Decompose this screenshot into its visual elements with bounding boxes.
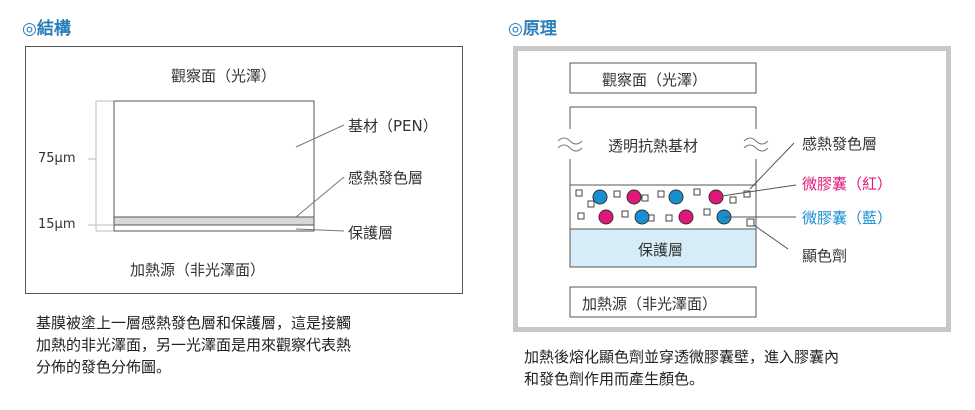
blue-capsule bbox=[634, 209, 650, 225]
principle-top-label: 觀察面（光澤） bbox=[602, 71, 708, 89]
structure-heading: ◎結構 bbox=[22, 19, 71, 39]
protective-layer bbox=[569, 228, 757, 268]
structure-bottom-label: 加熱源（非光澤面） bbox=[130, 261, 266, 279]
dimension-75um: 75μm bbox=[38, 151, 76, 166]
caption-line: 和發色劑作用而產生顏色。 bbox=[524, 370, 705, 388]
break-mark-left bbox=[557, 137, 583, 145]
transparent-base-layer bbox=[570, 107, 756, 185]
caption-line: 加熱的非光澤面，另一光澤面是用來觀察代表熱 bbox=[36, 336, 352, 354]
principle-panel: 觀察面（光澤） 透明抗熱基材 保護層 加熱源（非光澤面） 感熱發色層 微膠囊（紅… bbox=[513, 46, 951, 332]
protective-layer-label: 保護層 bbox=[638, 241, 684, 259]
structure-film-diagram bbox=[88, 100, 345, 232]
dimension-15um: 15μm bbox=[38, 217, 76, 232]
callout-red-capsule: 微膠囊（紅） bbox=[802, 175, 893, 193]
callout-protective-layer: 保護層 bbox=[348, 224, 394, 242]
red-capsule bbox=[626, 189, 642, 205]
callout-thermal-color-layer: 感熱發色層 bbox=[802, 135, 878, 153]
base-film-layer bbox=[113, 100, 315, 218]
red-capsule bbox=[598, 209, 614, 225]
callout-blue-capsule: 微膠囊（藍） bbox=[802, 209, 893, 227]
structure-caption: 基膜被塗上一層感熱發色層和保護層，這是接觸 加熱的非光澤面，另一光澤面是用來觀察… bbox=[36, 312, 351, 378]
caption-line: 基膜被塗上一層感熱發色層和保護層，這是接觸 bbox=[36, 314, 352, 332]
principle-bottom-label: 加熱源（非光澤面） bbox=[582, 295, 718, 313]
top-observation-box bbox=[569, 62, 757, 94]
bottom-heat-box bbox=[569, 286, 757, 318]
structure-top-label: 觀察面（光澤） bbox=[171, 67, 277, 85]
thermal-color-layer bbox=[113, 216, 315, 226]
callout-thermal-layer: 感熱發色層 bbox=[348, 169, 424, 187]
principle-caption: 加熱後熔化顯色劑並穿透微膠囊壁，進入膠囊內 和發色劑作用而產生顏色。 bbox=[524, 346, 839, 390]
callout-developer: 顯色劑 bbox=[802, 247, 848, 265]
structure-panel: 觀察面（光澤） 加熱源（非光澤面） 75μm 15μm 基材（PEN） 感熱發色… bbox=[25, 46, 463, 294]
caption-line: 加熱後熔化顯色劑並穿透微膠囊壁，進入膠囊內 bbox=[524, 348, 840, 366]
capsule-layer bbox=[575, 188, 751, 225]
caption-line: 分佈的發色分佈圖。 bbox=[36, 358, 172, 376]
blue-capsule bbox=[668, 189, 684, 205]
red-capsule bbox=[678, 209, 694, 225]
break-mark-right bbox=[743, 137, 769, 145]
blue-capsule bbox=[592, 189, 608, 205]
callout-base-pen: 基材（PEN） bbox=[348, 117, 438, 135]
principle-heading: ◎原理 bbox=[508, 19, 557, 39]
transparent-base-label: 透明抗熱基材 bbox=[608, 137, 699, 155]
red-capsule bbox=[708, 189, 724, 205]
principle-diagram bbox=[557, 62, 797, 318]
protective-layer bbox=[113, 224, 315, 232]
